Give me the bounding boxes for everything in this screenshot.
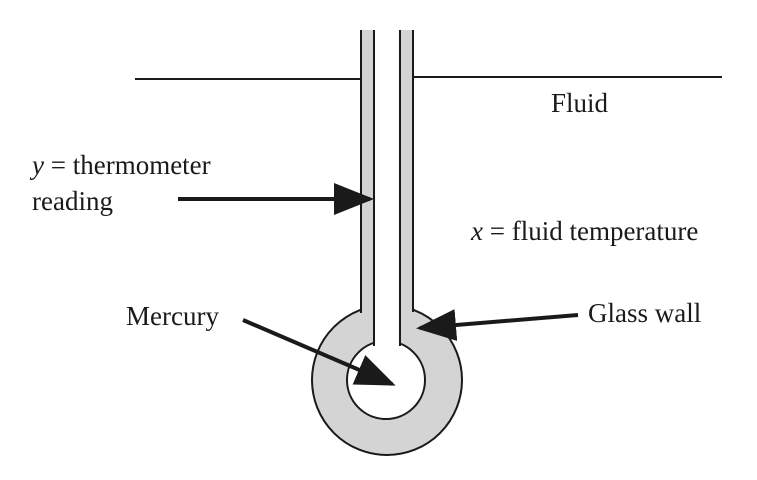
glass-wall-label: Glass wall — [588, 298, 701, 328]
glass-wall-arrow — [416, 309, 579, 341]
x-variable: x — [470, 216, 483, 246]
mercury-arrow — [242, 318, 396, 386]
fluid-label: Fluid — [551, 88, 609, 118]
y-label: y = thermometer — [29, 150, 211, 180]
y-label-line2: reading — [32, 186, 113, 216]
mercury-label: Mercury — [126, 301, 219, 331]
x-label: x = fluid temperature — [470, 216, 698, 246]
y-description: = thermometer — [44, 150, 211, 180]
y-variable: y — [29, 150, 44, 180]
x-description: = fluid temperature — [483, 216, 698, 246]
mercury-column — [374, 30, 400, 360]
